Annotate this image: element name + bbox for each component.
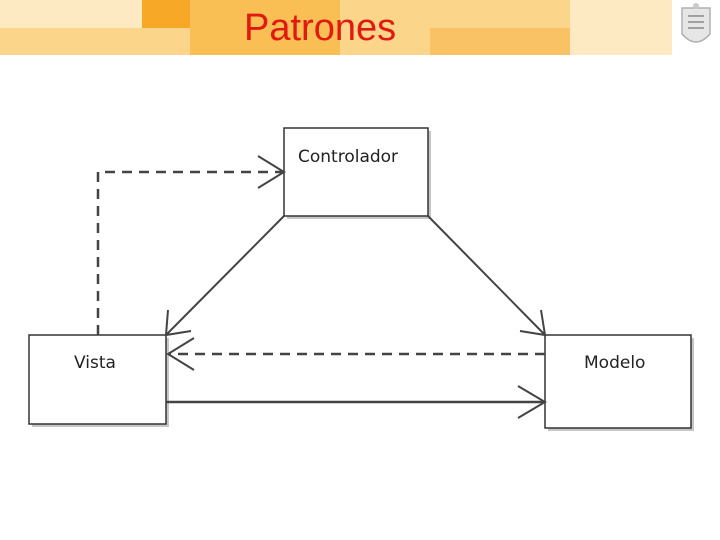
node-label-vista: Vista — [74, 353, 116, 373]
header-tile — [142, 0, 190, 28]
node-controlador: Controlador — [283, 127, 431, 219]
slide-title: Patrones — [244, 7, 397, 49]
header-bar: Patrones — [0, 0, 720, 55]
edge-controlador-modelo — [427, 215, 547, 337]
edge-controlador-vista — [164, 215, 285, 337]
header-tile — [0, 0, 142, 28]
node-vista: Vista — [28, 334, 169, 427]
university-crest-icon — [672, 0, 720, 55]
header-tile — [190, 0, 340, 55]
header-tile — [0, 28, 190, 55]
edge-modelo-vista — [166, 337, 545, 371]
edge-vista-modelo — [166, 385, 547, 419]
node-label-modelo: Modelo — [584, 353, 645, 373]
node-modelo: Modelo — [544, 334, 694, 431]
header-tile — [570, 0, 672, 55]
node-label-controlador: Controlador — [298, 147, 398, 167]
edge-vista-controlador — [96, 155, 286, 335]
header-tile — [430, 28, 570, 55]
